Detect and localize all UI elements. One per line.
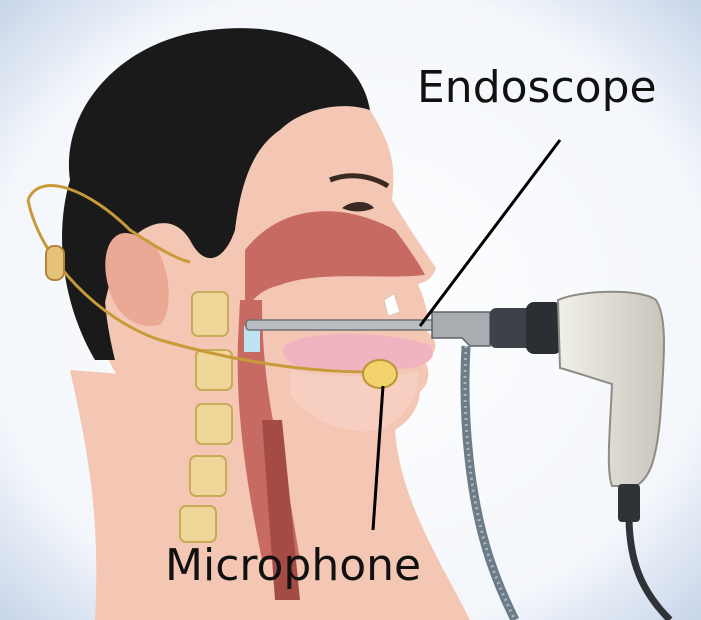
microphone-label: Microphone [165,544,421,588]
endoscope-label: Endoscope [417,66,657,110]
endoscope-ring [526,302,562,354]
handle-cable-boot [618,484,640,522]
microphone-capsule [363,360,397,388]
earpiece [46,246,64,280]
